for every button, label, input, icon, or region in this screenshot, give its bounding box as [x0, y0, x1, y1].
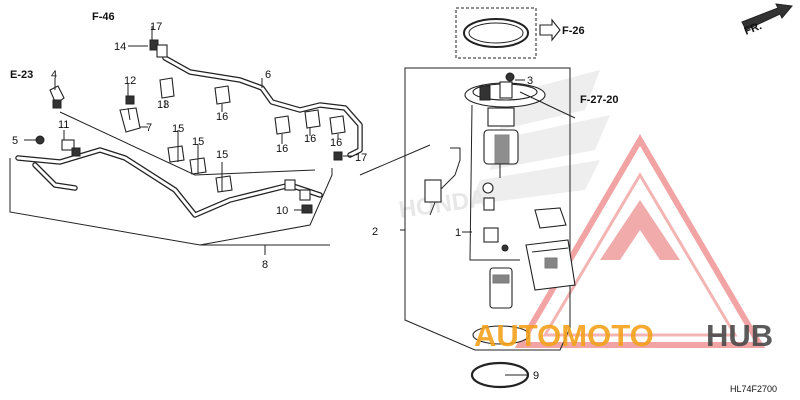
- callout-15-b: 15: [192, 136, 204, 148]
- reference-arrow-icon: [539, 18, 561, 42]
- front-arrow-icon: [741, 3, 793, 31]
- callout-5: 5: [12, 135, 18, 147]
- ref-f46: F-46: [92, 11, 115, 23]
- callout-16-c: 16: [304, 133, 316, 145]
- lower-tube-bracket: [9, 111, 431, 255]
- fuel-filter-cup: [525, 207, 576, 291]
- front-direction-arrow: [741, 3, 793, 31]
- leader-lines: [24, 26, 576, 376]
- callout-7: 7: [146, 122, 152, 134]
- callout-15-c: 15: [216, 149, 228, 161]
- gasket-ring-f26: [455, 7, 561, 59]
- callout-9: 9: [533, 370, 539, 382]
- callout-11: 11: [58, 119, 69, 131]
- watermark-left-text: AUTOMOTO: [474, 318, 654, 353]
- callout-16-b: 16: [276, 143, 288, 155]
- fuel-tube-upper: [162, 55, 363, 158]
- honda-background-lettering: HONDA: [397, 185, 488, 224]
- pump-wire: [424, 147, 461, 216]
- callout-16-a: 16: [216, 111, 228, 123]
- ref-f27-20: F-27-20: [580, 94, 619, 106]
- callout-16-d: 16: [330, 137, 342, 149]
- callout-17-bottom: 17: [355, 152, 367, 164]
- automotohub-watermark: AUTOMOTO HUB: [474, 318, 773, 353]
- callout-15-a: 15: [172, 123, 184, 135]
- pump-nut-icon: [505, 72, 515, 82]
- honda-wing-watermark-icon: HONDA: [397, 70, 610, 224]
- callout-10: 10: [276, 205, 288, 217]
- callout-3: 3: [527, 75, 533, 87]
- callout-2: 2: [372, 226, 378, 238]
- diagram-code: HL74F2700: [730, 384, 777, 394]
- ref-e23: E-23: [10, 69, 33, 81]
- watermark-right-text: HUB: [706, 318, 773, 353]
- callout-4: 4: [51, 69, 57, 81]
- automotohub-logo-icon: [514, 134, 766, 348]
- callout-13: 13: [157, 99, 169, 111]
- callout-8: 8: [262, 259, 268, 271]
- callout-12: 12: [124, 75, 136, 87]
- fuel-tube-lower: [15, 147, 323, 218]
- fuel-pump-body: [472, 107, 530, 345]
- callout-1: 1: [455, 227, 461, 239]
- ref-f26: F-26: [562, 25, 585, 37]
- pump-assembly-bracket: [400, 67, 571, 351]
- callout-17-top: 17: [150, 21, 162, 33]
- callout-6: 6: [265, 69, 271, 81]
- callout-14: 14: [114, 41, 126, 53]
- pump-flange: [464, 72, 546, 108]
